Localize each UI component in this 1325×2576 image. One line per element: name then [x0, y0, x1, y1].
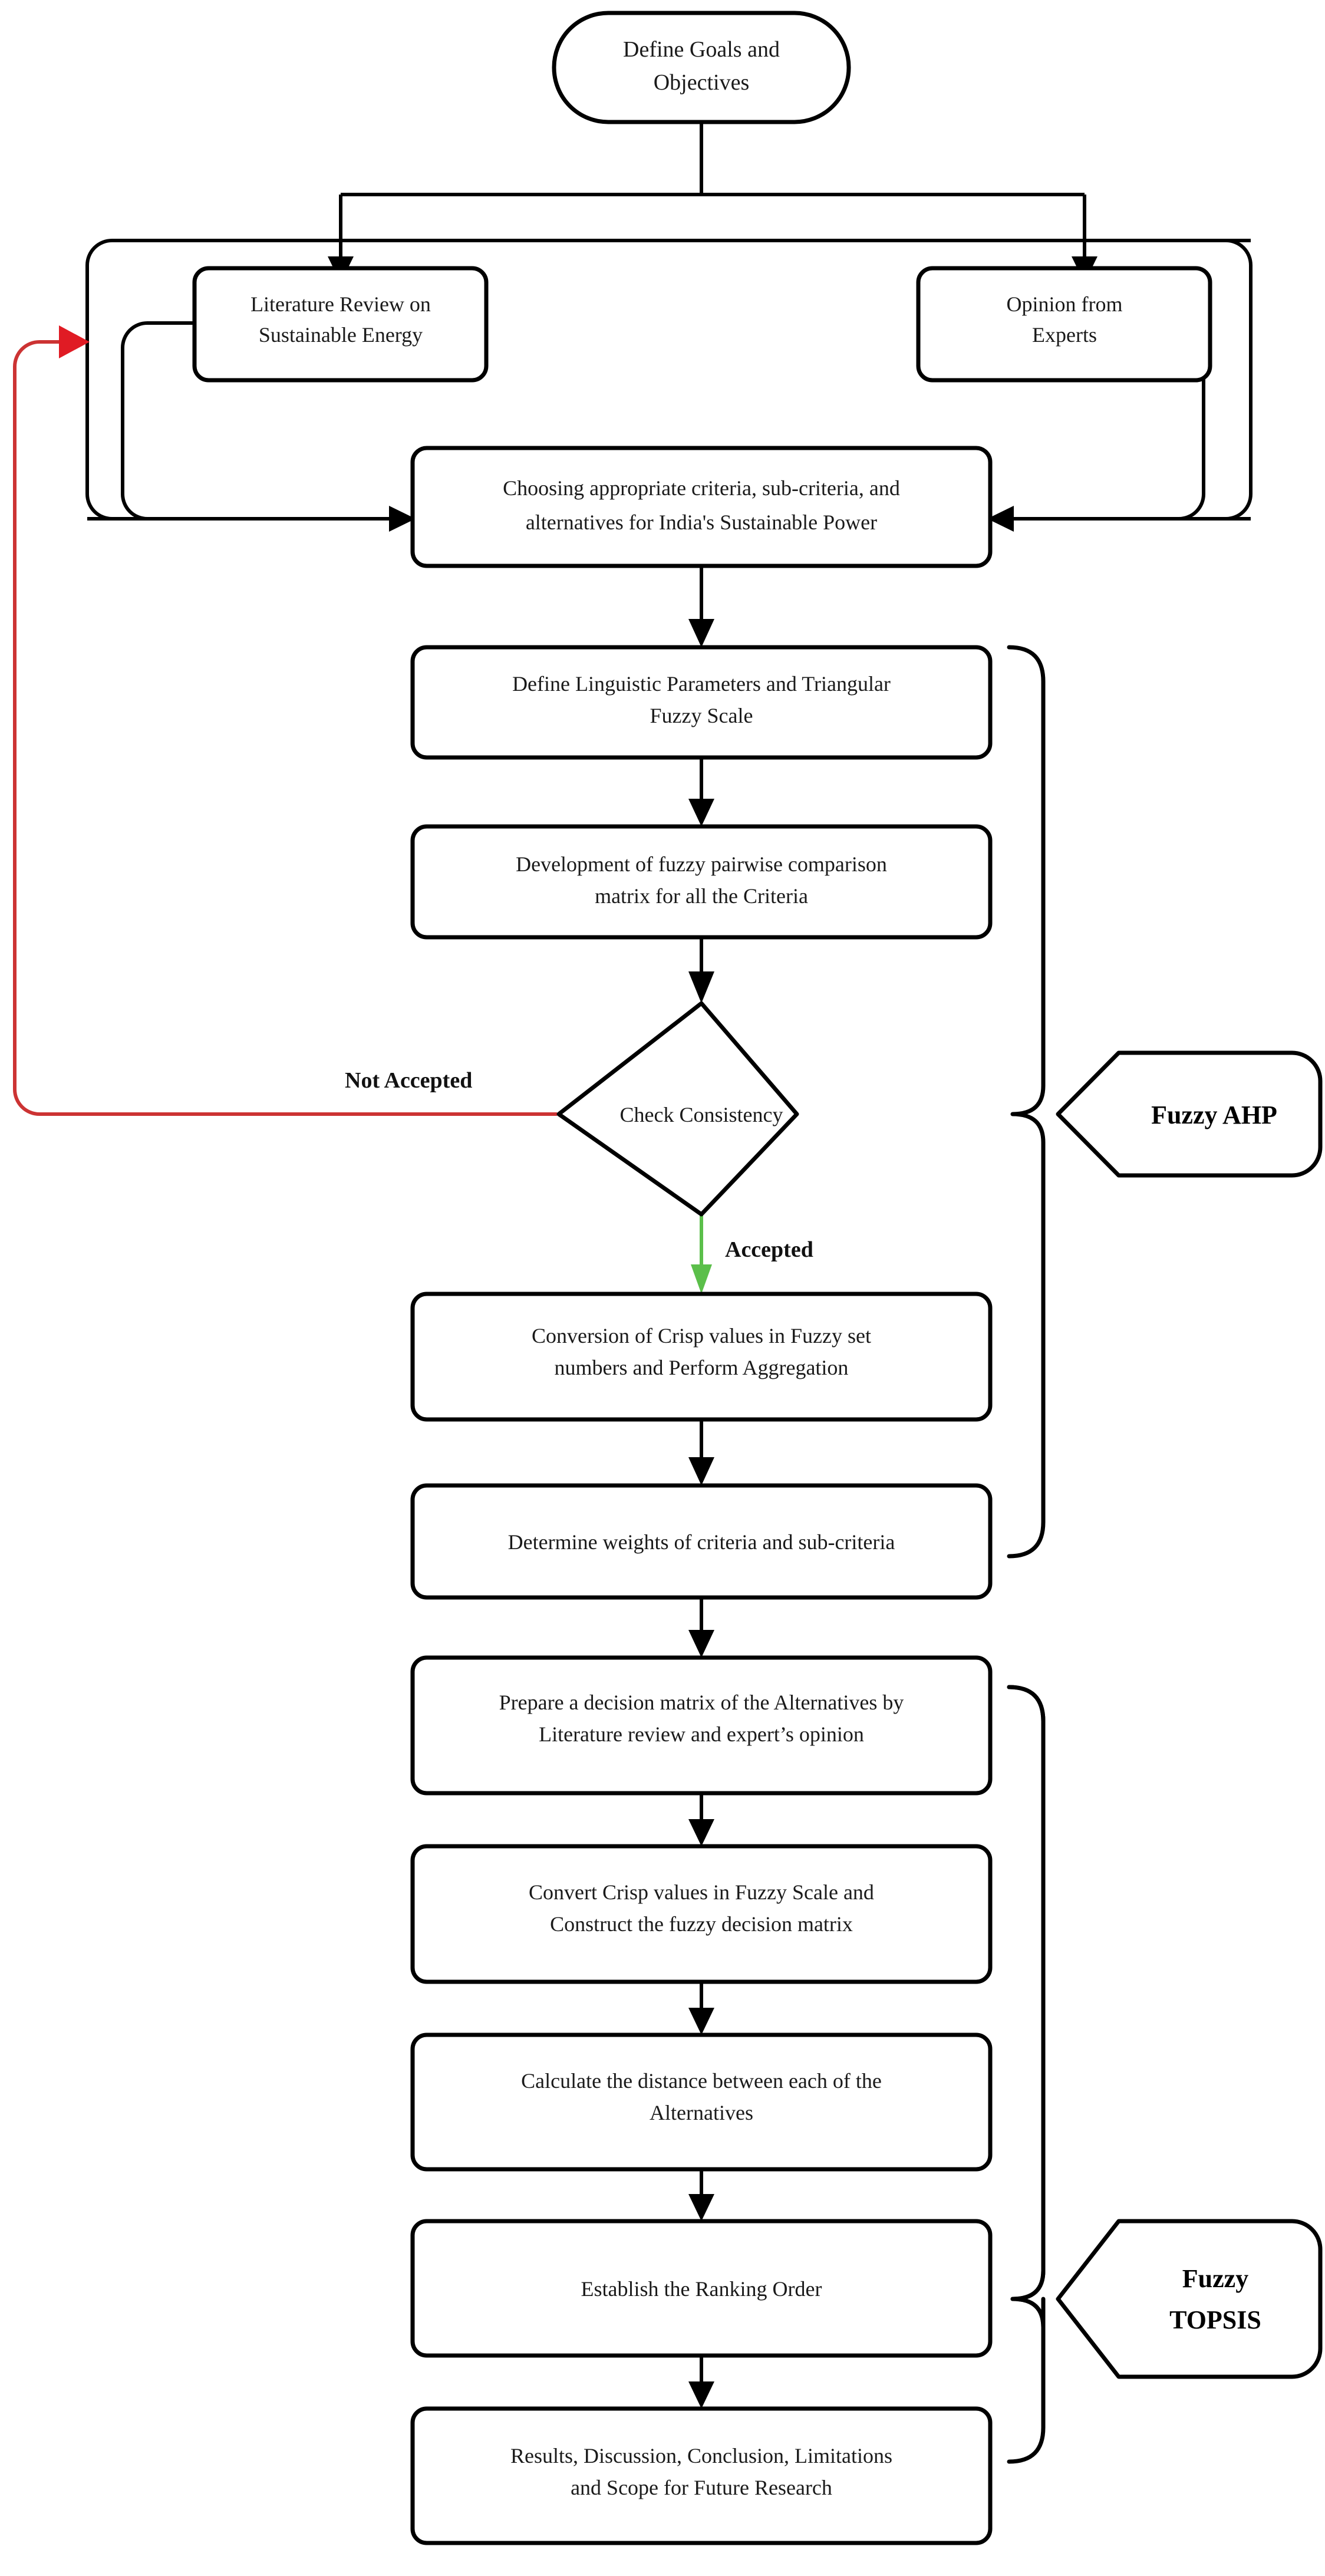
callout-fuzzy-ahp-label: Fuzzy AHP	[1151, 1101, 1277, 1129]
arrowhead-to-results	[688, 2381, 714, 2409]
node-choosing-criteria-line1: Choosing appropriate criteria, sub-crite…	[503, 476, 900, 500]
node-results-discussion-line1: Results, Discussion, Conclusion, Limitat…	[510, 2444, 892, 2468]
arrowhead-to-ranking	[688, 2194, 714, 2221]
node-convert-fuzzy-scale-line1: Convert Crisp values in Fuzzy Scale and	[529, 1880, 874, 1904]
bracket-fuzzy-topsis-upper	[1007, 1685, 1046, 2330]
node-check-consistency-label: Check Consistency	[620, 1103, 783, 1126]
node-conversion-crisp-values[interactable]	[410, 1292, 993, 1422]
node-start-line1: Define Goals and	[623, 37, 780, 62]
connector-not-accepted-feedback	[13, 340, 557, 1116]
node-calculate-distance[interactable]	[410, 2033, 993, 2172]
node-define-linguistic-parameters[interactable]	[410, 645, 993, 760]
callout-fuzzy-topsis-line1: Fuzzy	[1182, 2264, 1248, 2293]
node-literature-review-line1: Literature Review on	[251, 292, 431, 316]
arrowhead-to-distance	[688, 2008, 714, 2035]
node-define-linguistic-parameters-line1: Define Linguistic Parameters and Triangu…	[512, 672, 891, 696]
callout-fuzzy-topsis[interactable]	[1056, 2219, 1323, 2379]
node-conversion-crisp-values-line2: numbers and Perform Aggregation	[555, 1356, 849, 1379]
node-prepare-decision-matrix[interactable]	[410, 1655, 993, 1796]
node-results-discussion[interactable]	[410, 2406, 993, 2545]
node-opinion-from-experts-line2: Experts	[1032, 323, 1097, 347]
node-opinion-from-experts[interactable]	[916, 266, 1212, 383]
node-literature-review-line2: Sustainable Energy	[259, 323, 423, 347]
arrowhead-to-decision-matrix	[688, 1630, 714, 1658]
node-establish-ranking-order[interactable]	[410, 2219, 993, 2358]
node-determine-weights-label: Determine weights of criteria and sub-cr…	[508, 1530, 895, 1554]
arrowhead-into-choosing-left	[389, 506, 416, 532]
arrowhead-to-linguistic	[688, 619, 714, 647]
node-start[interactable]	[552, 11, 851, 124]
node-calculate-distance-line2: Alternatives	[650, 2101, 753, 2124]
bracket-fuzzy-ahp	[1007, 645, 1046, 1559]
callout-fuzzy-ahp[interactable]	[1056, 1050, 1323, 1178]
node-determine-weights[interactable]	[410, 1483, 993, 1600]
arrowhead-to-weights	[688, 1457, 714, 1485]
node-prepare-decision-matrix-line1: Prepare a decision matrix of the Alterna…	[499, 1691, 904, 1714]
node-check-consistency[interactable]	[556, 1001, 799, 1217]
node-calculate-distance-line1: Calculate the distance between each of t…	[521, 2069, 882, 2093]
arrowhead-not-accepted	[59, 325, 90, 358]
bracket-fuzzy-topsis	[1007, 1685, 1046, 2464]
node-literature-review[interactable]	[192, 266, 489, 383]
node-pairwise-comparison-matrix-line1: Development of fuzzy pairwise comparison	[516, 852, 887, 876]
arrowhead-to-fuzzy-matrix	[688, 1819, 714, 1846]
node-convert-fuzzy-scale-line2: Construct the fuzzy decision matrix	[550, 1912, 853, 1936]
node-results-discussion-line2: and Scope for Future Research	[571, 2476, 832, 2499]
node-pairwise-comparison-matrix[interactable]	[410, 824, 993, 940]
connector-inner-loop-left	[121, 321, 1179, 521]
arrowhead-into-choosing-right	[987, 506, 1014, 532]
arrowhead-to-pairwise	[688, 799, 714, 826]
node-conversion-crisp-values-line1: Conversion of Crisp values in Fuzzy set	[532, 1324, 871, 1348]
edge-label-not-accepted: Not Accepted	[345, 1068, 472, 1093]
callout-fuzzy-topsis-line2: TOPSIS	[1169, 2305, 1261, 2334]
node-establish-ranking-order-label: Establish the Ranking Order	[581, 2277, 822, 2301]
edge-label-accepted: Accepted	[725, 1237, 813, 1262]
node-start-line2: Objectives	[654, 70, 750, 95]
node-pairwise-comparison-matrix-line2: matrix for all the Criteria	[595, 884, 808, 908]
arrowhead-to-check-consistency	[688, 971, 714, 1003]
node-opinion-from-experts-line1: Opinion from	[1007, 292, 1123, 316]
node-choosing-criteria-line2: alternatives for India's Sustainable Pow…	[526, 510, 877, 534]
node-prepare-decision-matrix-line2: Literature review and expert’s opinion	[539, 1722, 864, 1746]
node-define-linguistic-parameters-line2: Fuzzy Scale	[650, 704, 753, 727]
node-convert-fuzzy-scale[interactable]	[410, 1844, 993, 1984]
node-choosing-criteria[interactable]	[410, 446, 993, 568]
arrowhead-accepted	[691, 1264, 712, 1294]
